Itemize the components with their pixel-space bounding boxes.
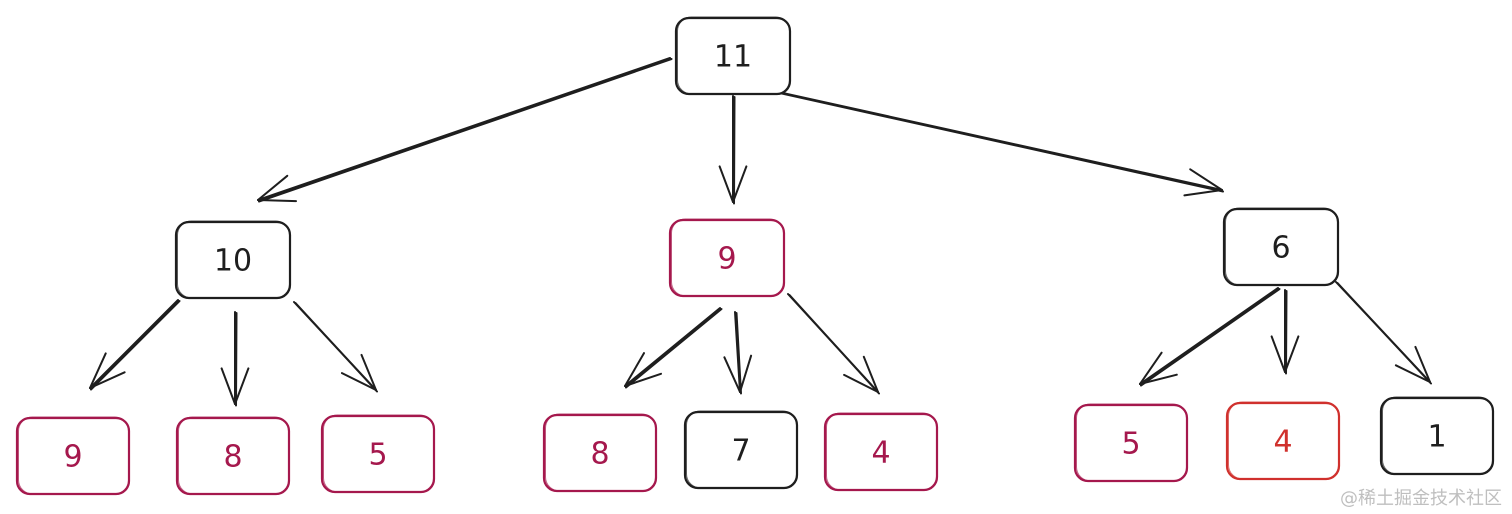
node-child-2: 9 xyxy=(668,218,786,298)
edge-root-to-child-1 xyxy=(257,57,673,203)
edge-child-3-to-leaf-1 xyxy=(1139,287,1281,387)
edge-child-1-to-leaf-3 xyxy=(293,301,378,393)
node-root-label: 11 xyxy=(714,40,752,75)
node-child-3-label: 6 xyxy=(1271,231,1290,266)
node-leaf-2-3-label: 4 xyxy=(871,436,890,471)
node-child-1-label: 10 xyxy=(214,244,252,279)
edge-child-1-to-leaf-2 xyxy=(220,311,250,407)
edge-child-1-to-leaf-1 xyxy=(89,299,181,391)
nodes-layer: 11 10 9 8 5 9 8 7 4 6 5 4 1 xyxy=(15,16,1495,496)
node-leaf-3-2: 4 xyxy=(1225,401,1341,481)
edge-child-2-to-leaf-1 xyxy=(624,307,723,389)
node-leaf-1-2-label: 8 xyxy=(223,440,242,475)
node-leaf-1-1: 9 xyxy=(15,416,131,496)
node-leaf-2-2: 7 xyxy=(683,410,799,490)
node-leaf-2-3: 4 xyxy=(823,412,939,492)
node-child-3: 6 xyxy=(1222,207,1340,287)
node-leaf-1-2: 8 xyxy=(175,416,291,496)
node-leaf-3-1-label: 5 xyxy=(1121,427,1140,462)
node-leaf-3-3-label: 1 xyxy=(1427,420,1446,455)
edge-child-2-to-leaf-3 xyxy=(787,293,880,395)
node-leaf-2-1-label: 8 xyxy=(590,437,609,472)
node-root: 11 xyxy=(674,16,792,96)
edge-child-3-to-leaf-2 xyxy=(1270,289,1300,375)
node-leaf-2-1: 8 xyxy=(542,413,658,493)
node-leaf-3-1: 5 xyxy=(1073,403,1189,483)
edge-root-to-child-2 xyxy=(718,95,748,205)
watermark: @稀土掘金技术社区 xyxy=(1340,488,1502,509)
edges-layer xyxy=(89,57,1432,407)
node-leaf-1-1-label: 9 xyxy=(63,440,82,475)
node-leaf-1-3-label: 5 xyxy=(368,438,387,473)
node-leaf-3-2-label: 4 xyxy=(1273,425,1292,460)
edge-child-2-to-leaf-2 xyxy=(723,311,753,395)
node-child-1: 10 xyxy=(174,220,292,300)
node-leaf-1-3: 5 xyxy=(320,414,436,494)
node-child-2-label: 9 xyxy=(717,242,736,277)
edge-child-3-to-leaf-3 xyxy=(1335,281,1432,385)
node-leaf-3-3: 1 xyxy=(1379,396,1495,476)
edge-root-to-child-3 xyxy=(759,87,1224,197)
node-leaf-2-2-label: 7 xyxy=(731,434,750,469)
